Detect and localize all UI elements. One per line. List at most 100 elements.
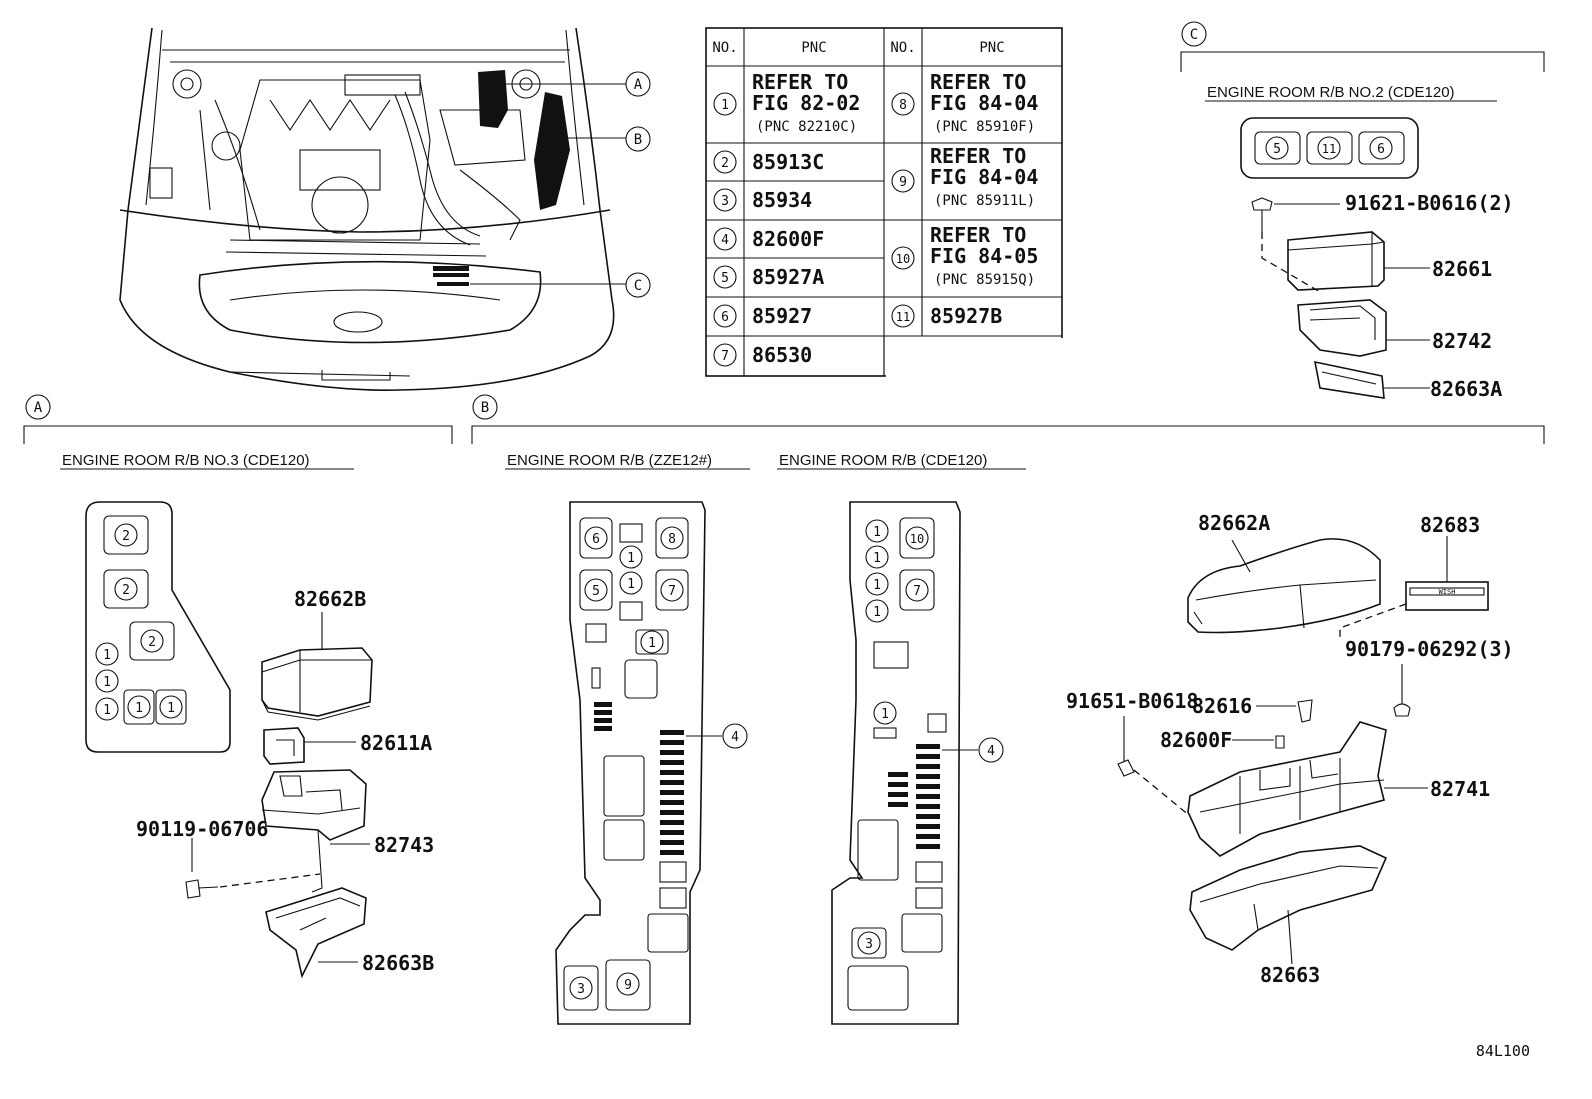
svg-text:10: 10 [910, 532, 924, 546]
section-b: B ENGINE ROOM R/B (ZZE12#) ENGINE ROOM R… [471, 394, 1545, 1025]
relay-box-zze-slots: 6 8 1 1 5 7 1 [563, 517, 689, 1011]
svg-text:FIG 84-04: FIG 84-04 [930, 165, 1038, 189]
table-row: 2 85913C [713, 150, 824, 174]
svg-text:6: 6 [721, 310, 729, 325]
svg-text:FIG 84-04: FIG 84-04 [930, 91, 1038, 115]
engine-bay-illustration [119, 27, 626, 391]
svg-text:85934: 85934 [752, 188, 812, 212]
svg-text:(PNC 85911L): (PNC 85911L) [934, 193, 1035, 209]
svg-text:FIG 82-02: FIG 82-02 [752, 91, 860, 115]
table-header-no: NO. [890, 40, 915, 56]
svg-text:3: 3 [577, 982, 585, 997]
table-header-pnc: PNC [979, 40, 1004, 56]
svg-text:91651-B0618: 91651-B0618 [1066, 689, 1198, 713]
svg-text:4: 4 [731, 730, 739, 745]
svg-text:1: 1 [103, 675, 111, 690]
svg-text:7: 7 [668, 584, 676, 599]
svg-text:8: 8 [668, 532, 676, 547]
svg-text:1: 1 [873, 551, 881, 566]
svg-text:90179-06292(3): 90179-06292(3) [1345, 637, 1514, 661]
svg-text:B: B [634, 132, 642, 148]
svg-text:9: 9 [899, 175, 907, 190]
svg-text:2: 2 [122, 529, 130, 544]
relay-box-cde-slots: 1 10 1 1 7 1 1 3 [847, 517, 947, 1011]
table-header-no: NO. [712, 40, 737, 56]
svg-text:2: 2 [721, 156, 729, 171]
svg-text:85927B: 85927B [930, 304, 1002, 328]
callout-c-top: C [625, 272, 651, 298]
section-a: A ENGINE ROOM R/B NO.3 (CDE120) 2 2 2 1 … [23, 394, 453, 979]
svg-text:91621-B0616(2): 91621-B0616(2) [1345, 191, 1514, 215]
svg-text:8: 8 [899, 98, 907, 113]
svg-text:11: 11 [1322, 142, 1336, 156]
svg-text:85913C: 85913C [752, 150, 824, 174]
svg-text:3: 3 [721, 194, 729, 209]
svg-text:6: 6 [1377, 142, 1385, 157]
svg-text:82662B: 82662B [294, 587, 366, 611]
table-row: 5 85927A [713, 265, 824, 289]
table-header-pnc: PNC [801, 40, 826, 56]
svg-text:85927: 85927 [752, 304, 812, 328]
svg-text:FIG 84-05: FIG 84-05 [930, 244, 1038, 268]
svg-text:1: 1 [873, 525, 881, 540]
callout-b-top: B [625, 126, 651, 152]
svg-text:82663A: 82663A [1430, 377, 1502, 401]
callout-b: B [481, 400, 489, 416]
svg-text:82663B: 82663B [362, 951, 434, 975]
svg-text:85927A: 85927A [752, 265, 824, 289]
callout-a-top: A [625, 71, 651, 97]
svg-text:82743: 82743 [374, 833, 434, 857]
svg-text:11: 11 [896, 310, 910, 324]
svg-text:2: 2 [122, 583, 130, 598]
svg-text:86530: 86530 [752, 343, 812, 367]
table-row: 9 REFER TO FIG 84-04 (PNC 85911L) [891, 144, 1038, 209]
svg-text:82600F: 82600F [752, 227, 824, 251]
svg-text:82661: 82661 [1432, 257, 1492, 281]
svg-text:REFER TO: REFER TO [752, 70, 848, 94]
section-c-title: ENGINE ROOM R/B NO.2 (CDE120) [1207, 84, 1455, 101]
svg-text:1: 1 [135, 701, 143, 716]
svg-text:3: 3 [865, 937, 873, 952]
svg-text:2: 2 [148, 635, 156, 650]
callout-a: A [34, 400, 43, 416]
svg-text:1: 1 [873, 578, 881, 593]
table-row: 6 85927 [713, 304, 812, 328]
svg-text:90119-06706: 90119-06706 [136, 817, 268, 841]
svg-text:REFER TO: REFER TO [930, 70, 1026, 94]
svg-text:5: 5 [721, 271, 729, 286]
table-row: 8 REFER TO FIG 84-04 (PNC 85910F) [891, 70, 1038, 135]
svg-text:A: A [634, 77, 643, 93]
svg-text:6: 6 [592, 532, 600, 547]
table-row: 10 REFER TO FIG 84-05 (PNC 85915Q) [891, 223, 1038, 288]
svg-text:1: 1 [167, 701, 175, 716]
svg-text:82683: 82683 [1420, 513, 1480, 537]
svg-text:1: 1 [648, 636, 656, 651]
svg-text:(PNC 82210C): (PNC 82210C) [756, 119, 857, 135]
svg-text:1: 1 [103, 703, 111, 718]
svg-text:82611A: 82611A [360, 731, 432, 755]
table-row: 7 86530 [713, 343, 812, 367]
table-row: 4 82600F [713, 227, 824, 251]
label-plate-text: WISH [1439, 588, 1456, 596]
section-c: C ENGINE ROOM R/B NO.2 (CDE120) 5 11 6 9… [1180, 21, 1545, 401]
svg-text:1: 1 [627, 551, 635, 566]
fuse-bank-cde [888, 744, 940, 849]
fuse-bank-zze [660, 730, 684, 855]
svg-text:1: 1 [881, 707, 889, 722]
callout-c: C [1190, 27, 1198, 43]
section-a-title: ENGINE ROOM R/B NO.3 (CDE120) [62, 452, 310, 469]
section-b-title-cde: ENGINE ROOM R/B (CDE120) [779, 452, 987, 469]
svg-text:82741: 82741 [1430, 777, 1490, 801]
svg-text:REFER TO: REFER TO [930, 144, 1026, 168]
svg-text:1: 1 [721, 98, 729, 113]
svg-text:82742: 82742 [1432, 329, 1492, 353]
fuse-box-c-slots: 5 11 6 [1254, 131, 1405, 165]
svg-text:7: 7 [913, 584, 921, 599]
svg-text:5: 5 [1273, 142, 1281, 157]
svg-text:REFER TO: REFER TO [930, 223, 1026, 247]
svg-text:5: 5 [592, 584, 600, 599]
pnc-table: NO. PNC NO. PNC 1 REFER TO FIG 82-02 (PN… [705, 27, 1064, 378]
svg-text:(PNC 85915Q): (PNC 85915Q) [934, 272, 1035, 288]
svg-text:4: 4 [721, 233, 729, 248]
svg-text:82663: 82663 [1260, 963, 1320, 987]
